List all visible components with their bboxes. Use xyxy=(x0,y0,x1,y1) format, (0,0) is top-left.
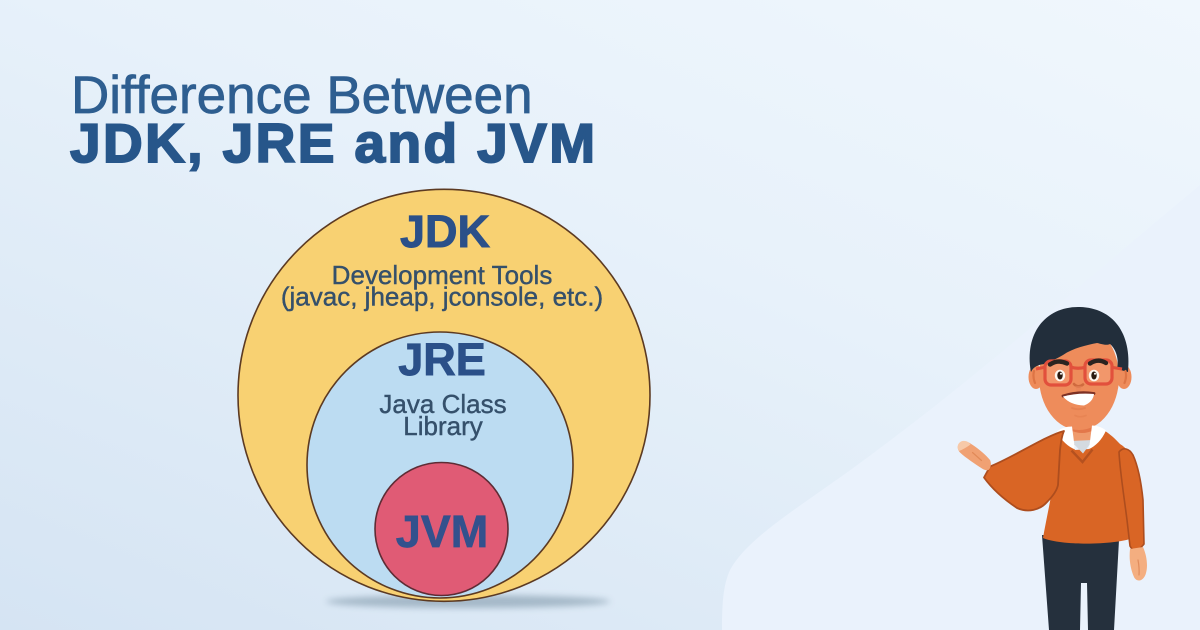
svg-text:Library: Library xyxy=(403,411,482,441)
svg-text:JRE: JRE xyxy=(398,334,486,385)
svg-text:Difference Between: Difference Between xyxy=(71,66,533,125)
svg-text:JDK, JRE and JVM: JDK, JRE and JVM xyxy=(70,112,597,174)
svg-text:(javac, jheap, jconsole, etc.): (javac, jheap, jconsole, etc.) xyxy=(281,282,603,312)
svg-text:Development Tools: Development Tools xyxy=(332,260,553,290)
svg-text:Java Class: Java Class xyxy=(379,389,506,419)
svg-text:JVM: JVM xyxy=(396,506,489,557)
svg-text:JDK: JDK xyxy=(400,206,491,257)
